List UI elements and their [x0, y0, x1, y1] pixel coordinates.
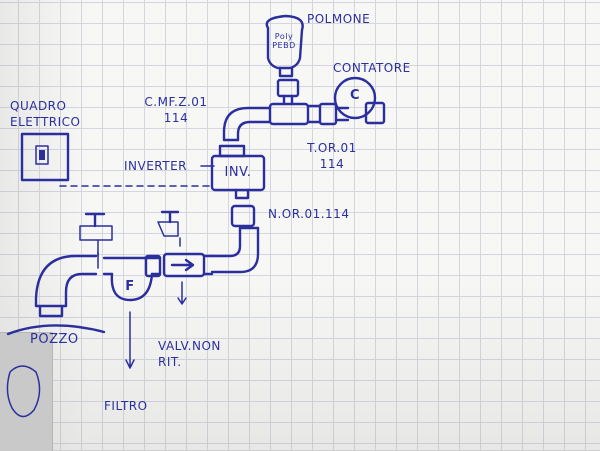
- sticker-corner: [0, 332, 53, 451]
- filter-housing: [79, 212, 162, 369]
- polmone-label: POLMONE: [307, 12, 371, 26]
- inverter-box: [210, 144, 266, 192]
- check-valve: [157, 210, 214, 305]
- quadro-elettrico: [20, 132, 70, 182]
- elbow-right: [210, 226, 260, 274]
- quadro-label: QUADRO ELETTRICO: [10, 99, 81, 129]
- nipple: [230, 188, 256, 228]
- sticker-doodle: [6, 365, 41, 418]
- valv-label: VALV.NON RIT.: [158, 339, 221, 369]
- tor-code: T.OR.01 114: [307, 141, 357, 171]
- nipple-code: N.OR.01.114: [268, 207, 350, 221]
- elbow-pozzo: [6, 254, 106, 336]
- contatore-symbol: C: [349, 88, 361, 103]
- filter-symbol: F: [125, 279, 135, 294]
- pozzo-label: POZZO: [30, 332, 79, 347]
- tank-text: Poly PEBD: [272, 32, 296, 50]
- tee-fitting: [268, 78, 310, 126]
- cmf-code: C.MF.Z.01 114: [144, 95, 208, 125]
- inverter-label: INVERTER: [124, 159, 188, 173]
- counter-connector: [306, 76, 386, 126]
- inv-label: INV.: [224, 165, 252, 180]
- contatore-label: CONTATORE: [333, 61, 411, 75]
- elbow-cmf: [222, 106, 272, 142]
- polmone-tank: [265, 14, 304, 78]
- filtro-label: FILTRO: [104, 399, 148, 413]
